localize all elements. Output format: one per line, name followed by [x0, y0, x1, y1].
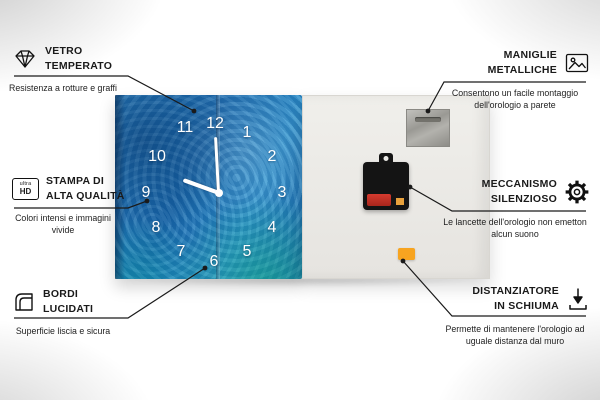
- callout-title-line: MECCANISMO: [481, 178, 557, 190]
- gear-icon: [564, 179, 590, 205]
- clock-shadow: [118, 278, 486, 287]
- mechanism-label: [396, 198, 404, 205]
- metal-hanger-plate: [406, 109, 450, 147]
- callout-description: Superficie liscia e sicura: [15, 326, 111, 337]
- clock-numeral: 6: [209, 253, 219, 270]
- ultra-hd-icon-text: ultra: [19, 181, 32, 188]
- ultra-hd-icon-text: HD: [19, 186, 32, 196]
- clock-numeral: 12: [206, 115, 224, 132]
- callout-title-line: IN SCHIUMA: [494, 300, 559, 313]
- mechanism-hook: [379, 153, 393, 164]
- callout-title-line: SILENZIOSO: [490, 193, 557, 206]
- clock-numeral: 5: [242, 243, 252, 260]
- hanger-slot: [415, 117, 441, 122]
- picture-frame-icon: [564, 52, 590, 74]
- foam-spacer: [398, 248, 415, 260]
- clock-numeral: 10: [148, 148, 166, 165]
- callout-title-line: BORDI: [43, 288, 79, 300]
- clock-numeral: 11: [176, 119, 194, 136]
- callout-distanziatore-schiuma: DISTANZIATORE IN SCHIUMA Permette di man…: [440, 284, 590, 347]
- callout-bordi-lucidati: BORDI LUCIDATI Superficie liscia e sicur…: [12, 287, 136, 338]
- callout-title-line: STAMPA DI: [46, 175, 105, 187]
- callout-description: Colori intensi e immagini vivide: [15, 213, 111, 235]
- ultra-hd-icon: ultra HD: [12, 178, 39, 201]
- clock-mechanism: [363, 153, 409, 210]
- diamond-icon: [12, 48, 38, 70]
- callout-maniglie-metalliche: MANIGLIE METALLICHE Consentono un facile…: [440, 48, 590, 111]
- clock-numeral: 2: [267, 148, 277, 165]
- clock-numeral: 4: [267, 219, 277, 236]
- callout-meccanismo-silenzioso: MECCANISMO SILENZIOSO: [440, 177, 590, 240]
- callout-title-line: TEMPERATO: [45, 60, 113, 73]
- clock-front-panel: 1 2 3 4 5 6 7 8 9 10 11 12: [115, 95, 302, 279]
- callout-title-line: ALTA QUALITÀ: [46, 190, 125, 203]
- callout-description: Permette di mantenere l'orologio ad ugua…: [445, 324, 585, 346]
- callout-stampa-alta-qualita: ultra HD STAMPA DI ALTA QUALITÀ Colori i…: [12, 174, 136, 236]
- clock-center-cap: [215, 189, 223, 197]
- minute-hand: [214, 136, 220, 194]
- clock-numeral: 3: [277, 184, 287, 201]
- callout-description: Resistenza a rotture e graffi: [9, 83, 117, 94]
- mechanism-battery: [367, 194, 391, 206]
- foam-spacer-icon: [566, 286, 590, 312]
- callout-description: Le lancette dell'orologio non emetton al…: [443, 217, 587, 239]
- callout-description: Consentono un facile montaggio dell'orol…: [451, 88, 579, 110]
- callout-title-line: LUCIDATI: [43, 303, 94, 316]
- callout-vetro-temperato: VETRO TEMPERATO Resistenza a rotture e g…: [9, 44, 136, 95]
- clock-numeral: 9: [141, 184, 151, 201]
- callout-title-line: MANIGLIE: [503, 49, 557, 61]
- callout-title-line: VETRO: [45, 45, 83, 57]
- clock-numeral: 7: [176, 243, 186, 260]
- clock-numeral: 1: [242, 124, 252, 141]
- polished-edge-icon: [12, 290, 36, 314]
- clock-numeral: 8: [151, 219, 161, 236]
- callout-title-line: DISTANZIATORE: [472, 285, 559, 297]
- callout-title-line: METALLICHE: [487, 64, 557, 77]
